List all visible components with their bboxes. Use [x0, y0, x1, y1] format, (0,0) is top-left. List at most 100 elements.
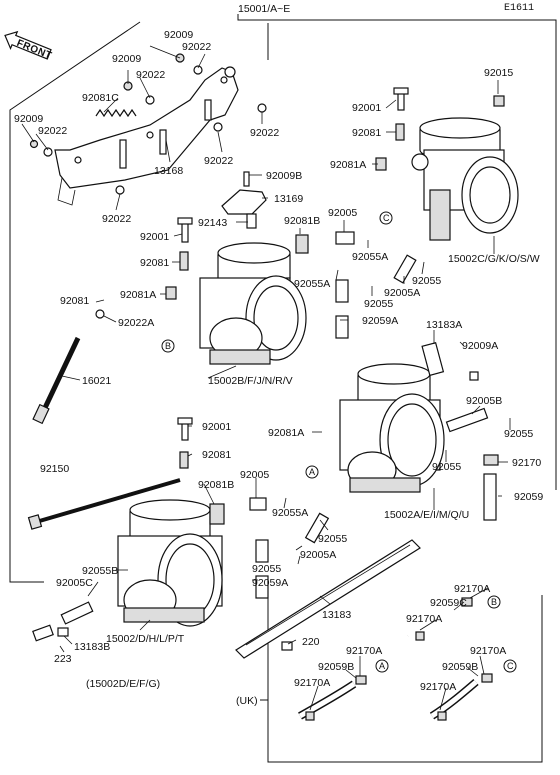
label-92015: 92015 [484, 67, 513, 79]
label-13168: 13168 [154, 165, 183, 177]
svg-text:A: A [379, 661, 385, 671]
label-92081B: 92081B [198, 479, 234, 491]
label-92081: 92081 [140, 257, 169, 269]
label-92009: 92009 [164, 29, 193, 41]
label-92055: 92055 [432, 461, 461, 473]
label-92022: 92022 [38, 125, 67, 137]
svg-text:C: C [383, 213, 390, 223]
label-15002A: 15002A/E/I/M/Q/U [384, 509, 469, 521]
label-92009A: 92009A [462, 340, 498, 352]
label-92001: 92001 [202, 421, 231, 433]
part-labels: 92009 92022 92009 92022 92081C 92009 920… [14, 29, 543, 707]
label-92059A: 92059A [252, 577, 288, 589]
callout-b-mid: B [161, 339, 175, 353]
callout-a-uk: A [375, 659, 389, 673]
label-92059B: 92059B [318, 661, 354, 673]
label-92055A: 92055A [272, 507, 308, 519]
label-92170: 92170 [512, 457, 541, 469]
label-92055: 92055 [318, 533, 347, 545]
front-arrow: FRONT [4, 30, 53, 62]
label-92170A: 92170A [454, 583, 490, 595]
bracket-fasteners [29, 53, 267, 195]
label-15002DEFG: (15002D/E/F/G) [86, 678, 160, 690]
callout-c-uk: C [503, 659, 517, 673]
label-92055: 92055 [412, 275, 441, 287]
loose-parts [27, 87, 505, 659]
callout-a-mid: A [305, 465, 319, 479]
label-92001: 92001 [352, 102, 381, 114]
diagram-frame [9, 14, 557, 763]
svg-text:B: B [165, 341, 171, 351]
label-92055: 92055 [364, 298, 393, 310]
label-92022: 92022 [182, 41, 211, 53]
label-92059: 92059 [514, 491, 543, 503]
label-92170A: 92170A [420, 681, 456, 693]
label-92001: 92001 [140, 231, 169, 243]
diagram-code: E1611 [504, 3, 534, 14]
label-92170A: 92170A [470, 645, 506, 657]
label-220: 220 [302, 636, 320, 648]
label-92005: 92005 [240, 469, 269, 481]
label-92059B: 92059B [442, 661, 478, 673]
label-92081: 92081 [202, 449, 231, 461]
label-92005A: 92005A [384, 287, 420, 299]
label-92009: 92009 [14, 113, 43, 125]
leader-lines [21, 45, 511, 711]
label-92005A: 92005A [300, 549, 336, 561]
label-92081A: 92081A [268, 427, 304, 439]
label-92081A: 92081A [330, 159, 366, 171]
spring-92081C [95, 108, 137, 118]
label-13183: 13183 [322, 609, 351, 621]
svg-text:C: C [507, 661, 514, 671]
label-16021: 16021 [82, 375, 111, 387]
callout-c-top: C [379, 211, 393, 225]
label-92170A: 92170A [406, 613, 442, 625]
label-92055A: 92055A [294, 278, 330, 290]
label-92081B: 92081B [284, 215, 320, 227]
label-92081C: 92081C [82, 92, 119, 104]
label-92055A: 92055A [352, 251, 388, 263]
label-92170A: 92170A [346, 645, 382, 657]
bracket-13169 [221, 171, 267, 229]
label-92022: 92022 [204, 155, 233, 167]
label-92005B: 92005B [466, 395, 502, 407]
label-92081: 92081 [352, 127, 381, 139]
label-92055: 92055 [504, 428, 533, 440]
assembly-number: 15001/A~E [238, 3, 290, 15]
carburetor-d [117, 499, 223, 627]
label-92170A: 92170A [294, 677, 330, 689]
label-92055B: 92055B [82, 565, 118, 577]
label-13183B: 13183B [74, 641, 110, 653]
svg-text:B: B [491, 597, 497, 607]
front-label: FRONT [15, 38, 53, 62]
label-92059A: 92059A [362, 315, 398, 327]
carburetor-c [411, 117, 519, 241]
mounting-bracket-13168 [54, 66, 239, 206]
label-92009: 92009 [112, 53, 141, 65]
label-223: 223 [54, 653, 72, 665]
label-92022: 92022 [250, 127, 279, 139]
label-92081A: 92081A [120, 289, 156, 301]
label-13169: 13169 [274, 193, 303, 205]
label-92022: 92022 [102, 213, 131, 225]
label-92059C: 92059C [430, 597, 467, 609]
label-92081: 92081 [60, 295, 89, 307]
label-92022A: 92022A [118, 317, 154, 329]
label-15002C: 15002C/G/K/O/S/W [448, 253, 540, 265]
callout-b-uk: B [487, 595, 501, 609]
label-92055: 92055 [252, 563, 281, 575]
label-13183A: 13183A [426, 319, 462, 331]
label-92143: 92143 [198, 217, 227, 229]
label-uk: (UK) [236, 695, 258, 707]
label-92009B: 92009B [266, 170, 302, 182]
uk-hoses [298, 597, 493, 721]
label-15002B: 15002B/F/J/N/R/V [208, 375, 293, 387]
svg-text:A: A [309, 467, 315, 477]
label-92005: 92005 [328, 207, 357, 219]
label-92005C: 92005C [56, 577, 93, 589]
label-92022: 92022 [136, 69, 165, 81]
carburetor-b [199, 242, 307, 365]
label-15002D: 15002/D/H/L/P/T [106, 633, 185, 645]
